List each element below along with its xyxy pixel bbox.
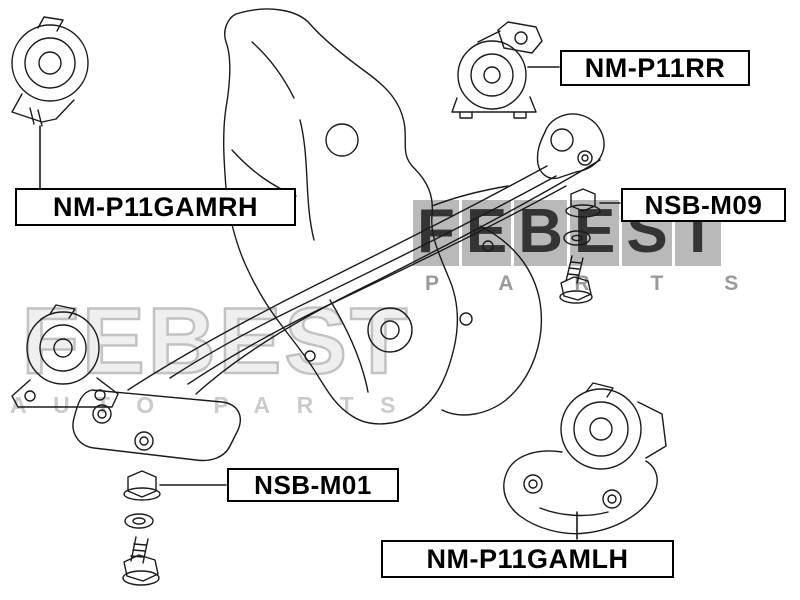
mount-front-left: [11, 304, 119, 408]
mount-front-right: [11, 16, 89, 127]
part-label-nsb-m09: NSB-M09: [621, 188, 786, 222]
mount-rear: [451, 21, 543, 119]
crossmember: [72, 113, 605, 462]
part-label-nm-p11gamlh: NM-P11GAMLH: [381, 540, 674, 578]
part-label-nsb-m01: NSB-M01: [227, 468, 399, 502]
part-label-nm-p11rr: NM-P11RR: [560, 50, 750, 86]
leader-lines: [39, 66, 621, 540]
bolt-stack-nsb-m09: [559, 188, 601, 304]
watermark-right-subtitle: PARTS: [425, 272, 800, 295]
mount-rear-left-bracket: [503, 382, 667, 535]
bolt-stack-nsb-m01: [122, 470, 161, 586]
engine-block: [222, 8, 459, 425]
part-label-nm-p11gamrh: NM-P11GAMRH: [15, 188, 296, 226]
